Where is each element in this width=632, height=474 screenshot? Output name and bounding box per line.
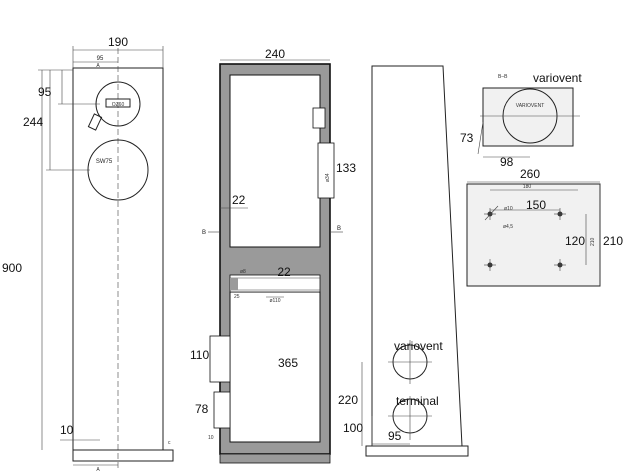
side-cabinet-outline (371, 65, 463, 447)
front-woofer-height-label: 244 (23, 115, 43, 129)
front-a-top: A (96, 63, 100, 69)
tweeter-model-label: OZ60 (112, 102, 125, 108)
front-base-label: 10 (60, 423, 74, 437)
variovent-panel (482, 87, 574, 147)
section-lower-chamber (229, 291, 321, 443)
terminal-width-label: 260 (520, 167, 540, 181)
woofer-circle (87, 139, 149, 201)
front-view: 190 95 A 95 244 900 OZ60 SW75 10 A c (2, 35, 174, 473)
section-brace-small: ø8 (240, 269, 246, 275)
front-a-bottom: A (96, 467, 100, 473)
svg-text:c: c (168, 440, 171, 446)
section-b-left: B (202, 230, 206, 236)
variovent-width-label: 98 (500, 155, 514, 169)
variovent-section-label: B–B (498, 74, 508, 80)
section-brace-hole: ø110 (269, 298, 280, 304)
section-terminal-port-label: 78 (195, 402, 209, 416)
section-view: 240 22 B B 133 ø34 22 ø8 ø110 25 365 110… (190, 47, 356, 464)
section-upper-chamber (229, 74, 321, 248)
variovent-height-label: 73 (460, 131, 474, 145)
front-tweeter-height-label: 95 (38, 85, 52, 99)
side-terminal-label: terminal (396, 394, 439, 408)
variovent-badge: VARIOVENT (516, 103, 545, 109)
terminal-spacing-120: 120 (565, 234, 585, 248)
terminal-height-label: 210 (603, 234, 623, 248)
section-chamber-label: 365 (278, 356, 298, 370)
variovent-title: variovent (533, 71, 582, 85)
section-brace-25: 25 (234, 294, 240, 300)
side-variovent-label: variovent (394, 339, 443, 353)
section-port-upper-label: 110 (190, 348, 209, 362)
section-port-depth-label: 133 (336, 161, 356, 175)
side-height-100-label: 100 (343, 421, 363, 435)
front-width-label: 190 (108, 35, 128, 49)
side-height-220-label: 220 (338, 393, 358, 407)
side-width-95-label: 95 (388, 429, 402, 443)
terminal-screw-label: ø4,5 (503, 224, 513, 230)
side-plinth (365, 445, 469, 457)
front-plinth (72, 449, 174, 462)
woofer-model-label: SW75 (96, 159, 113, 165)
section-wall-label: 22 (232, 193, 246, 207)
section-width-label: 240 (265, 47, 285, 61)
side-view: variovent terminal 220 100 95 (338, 65, 469, 457)
section-shelf-label: 22 (277, 265, 291, 279)
terminal-height-small: 210 (590, 237, 596, 246)
section-base-height: 10 (208, 435, 214, 441)
terminal-detail: 260 180 150 ø10 ø4,5 120 210 210 (466, 167, 623, 287)
terminal-hole-label: ø10 (504, 206, 513, 212)
tweeter-circle (95, 81, 141, 127)
variovent-detail: B–B variovent VARIOVENT 73 98 (460, 71, 582, 169)
terminal-panel (466, 183, 601, 287)
terminal-width-180: 180 (523, 184, 532, 190)
terminal-holes (484, 205, 566, 271)
section-port-dia: ø34 (325, 173, 331, 182)
section-b-right: B (337, 226, 341, 232)
front-total-height-label: 900 (2, 261, 22, 275)
front-small-95: 95 (97, 56, 104, 62)
terminal-spacing-150: 150 (526, 198, 546, 212)
